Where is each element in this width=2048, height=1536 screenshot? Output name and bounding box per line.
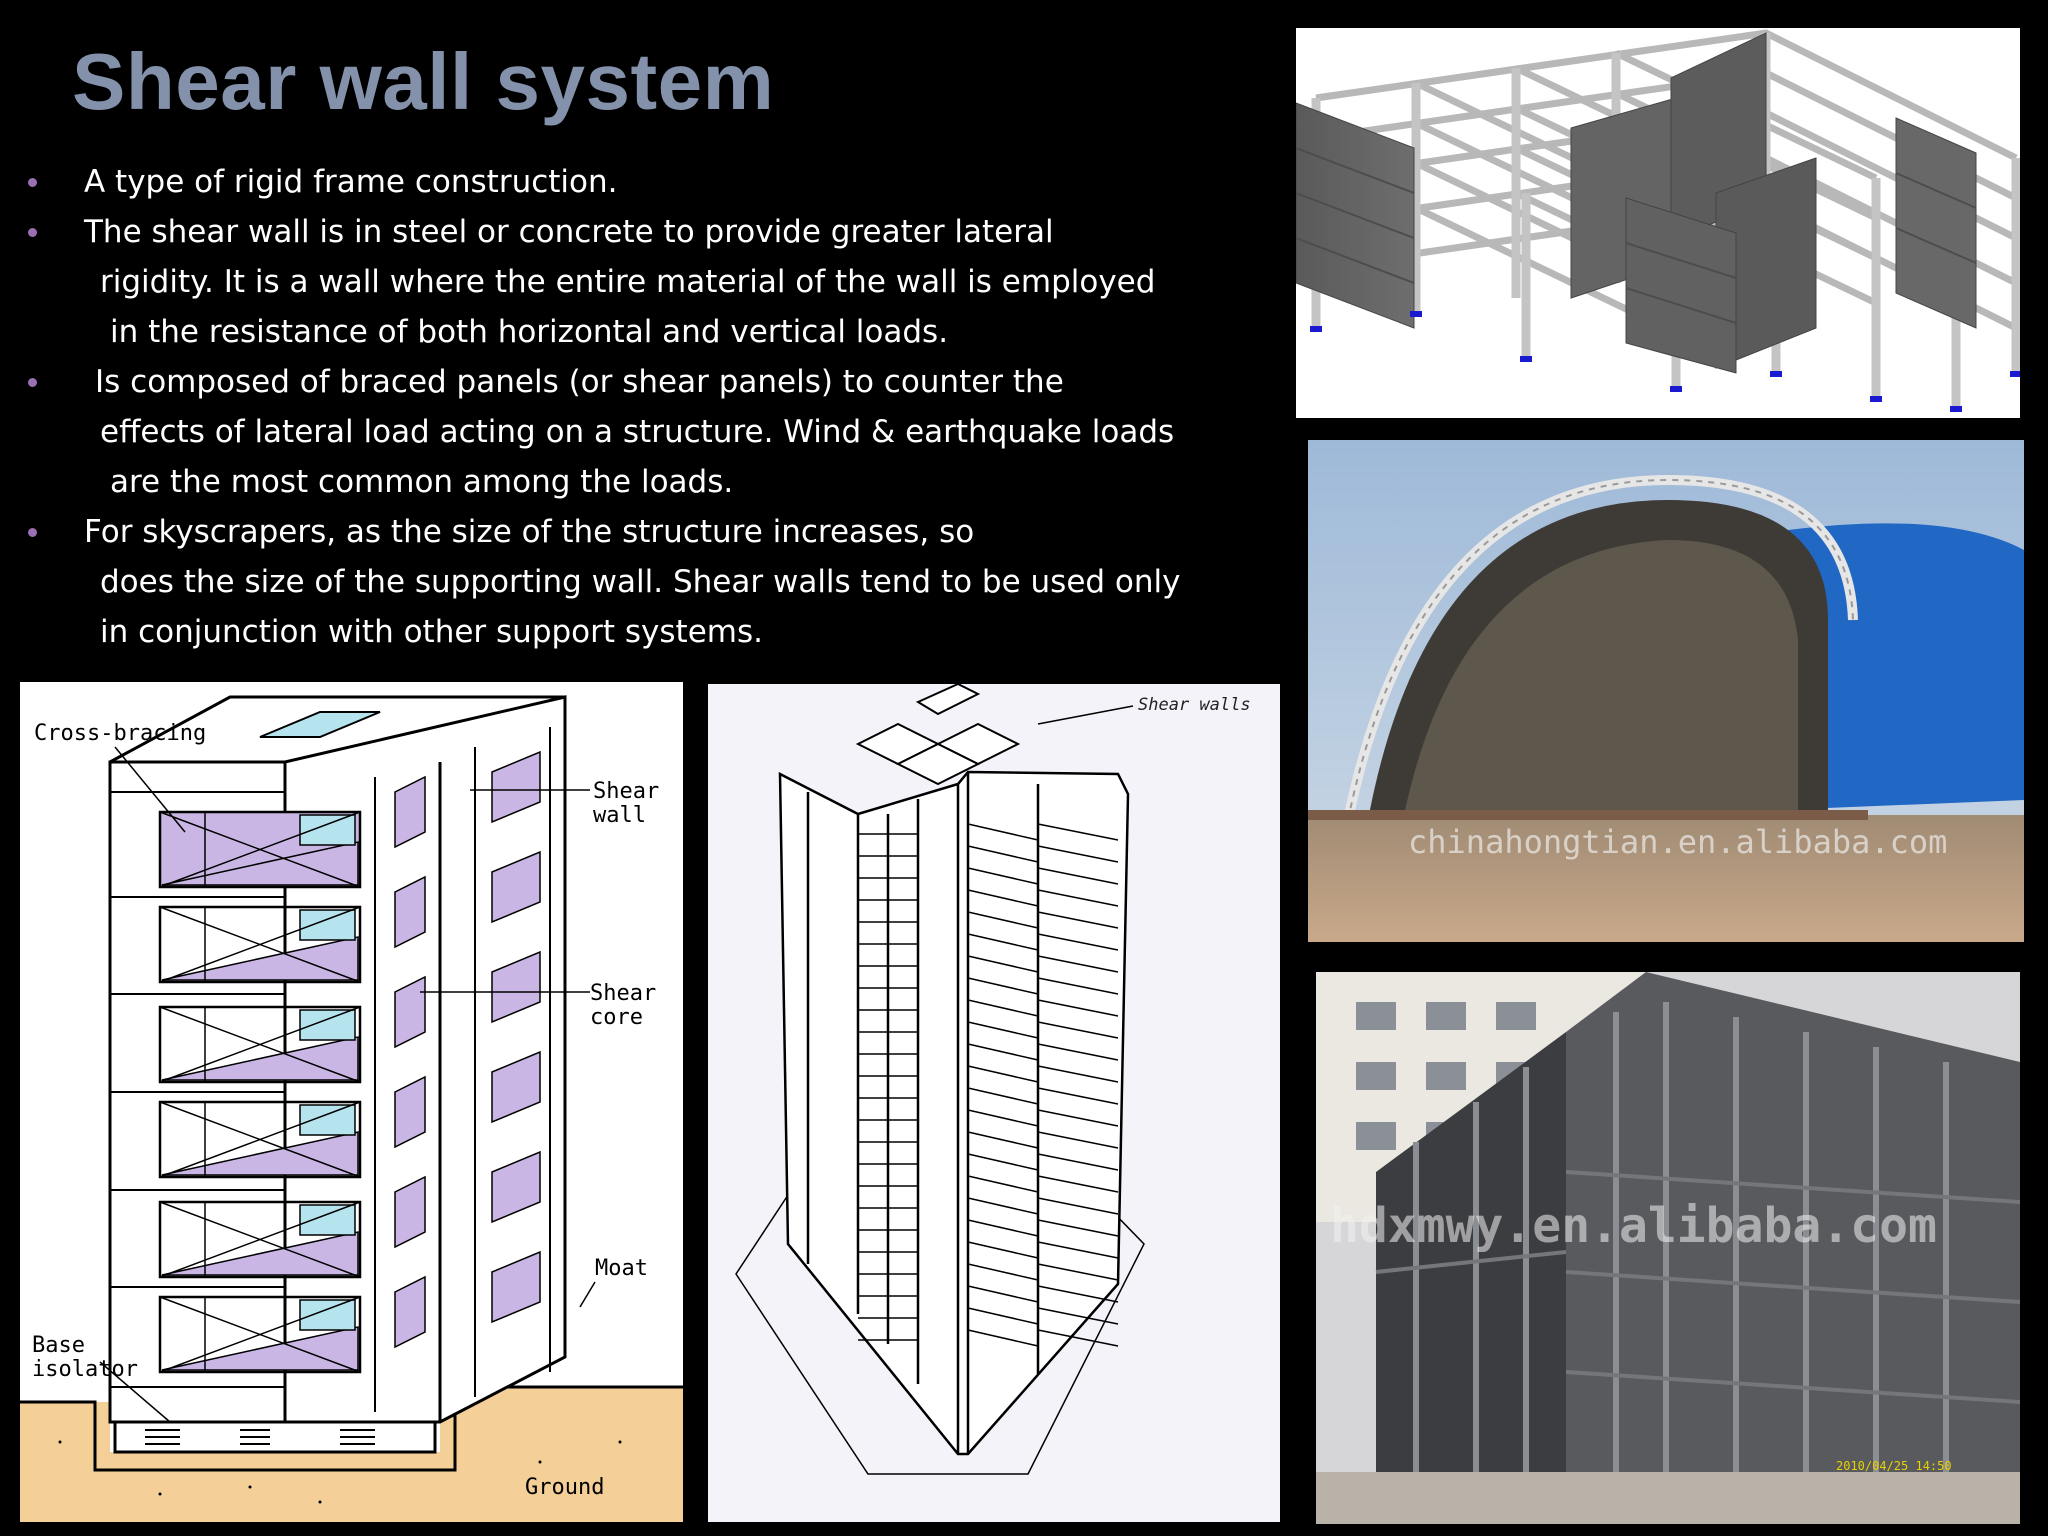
bullet-2-line-1: The shear wall is in steel or concrete t… (84, 214, 1054, 250)
floor-line (967, 1175, 1039, 1193)
bullet-dot (28, 228, 37, 237)
floor-line (967, 977, 1039, 995)
label-shear-wall-line1: Shear (593, 779, 659, 804)
floor-line (967, 1263, 1039, 1281)
floor-line (967, 933, 1039, 951)
formwork-photo: hdxmwy.en.alibaba.com 2010/04/25 14:50 (1316, 972, 2020, 1524)
slide-title: Shear wall system (72, 37, 775, 126)
bullet-dot (28, 178, 37, 187)
bullet-4-line-1: For skyscrapers, as the size of the stru… (84, 514, 975, 550)
floor-line (1037, 1065, 1119, 1083)
bullet-4-line-3: in conjunction with other support system… (100, 614, 763, 650)
floor-line (1037, 999, 1119, 1017)
bullet-3-line-2: effects of lateral load acting on a stru… (100, 414, 1175, 450)
floor-line (967, 867, 1039, 885)
floor-line (1037, 1043, 1119, 1061)
floor-line (1037, 955, 1119, 973)
floor-line (967, 1021, 1039, 1039)
bullet-2-line-2: rigidity. It is a wall where the entire … (100, 264, 1156, 300)
shear-wall-building-diagram: Cross-bracing Shear wall Shear core Moat… (20, 682, 683, 1522)
label-shear-walls: Shear walls (1138, 695, 1251, 715)
shear-wall-tower-diagram: Shear walls (708, 684, 1280, 1522)
label-base-isolator-line2: isolator (32, 1357, 138, 1382)
floor-line (1037, 845, 1119, 863)
floor-line (967, 1131, 1039, 1149)
floor-line (967, 999, 1039, 1017)
floor-line (967, 1065, 1039, 1083)
floor-line (1037, 1087, 1119, 1105)
floor-line (1037, 1109, 1119, 1127)
floor-line (967, 1087, 1039, 1105)
floor-line (967, 1285, 1039, 1303)
floor-line (967, 1109, 1039, 1127)
bullet-3-line-3: are the most common among the loads. (110, 464, 734, 500)
label-base-isolator-line1: Base (32, 1333, 85, 1358)
watermark-text: chinahongtian.en.alibaba.com (1408, 823, 1947, 861)
label-shear-core-line2: core (590, 1005, 643, 1030)
floor-line (1037, 1197, 1119, 1215)
label-moat: Moat (595, 1256, 648, 1281)
floor-line (967, 1241, 1039, 1259)
floor-line (967, 1153, 1039, 1171)
label-shear-wall-line2: wall (593, 803, 646, 828)
bullet-dot (28, 378, 37, 387)
floor-line (967, 889, 1039, 907)
floor-line (1037, 1021, 1119, 1039)
floor-line (1037, 889, 1119, 907)
floor-line (1037, 1131, 1119, 1149)
floor-line (967, 1307, 1039, 1325)
watermark-text: hdxmwy.en.alibaba.com (1330, 1198, 1937, 1254)
floor-line (1037, 1307, 1119, 1325)
floor-line (967, 845, 1039, 863)
floor-line (1037, 1175, 1119, 1193)
floor-line (1037, 1153, 1119, 1171)
bullet-1-line-1: A type of rigid frame construction. (84, 164, 618, 200)
floor-line (967, 1329, 1039, 1347)
floor-line (1037, 933, 1119, 951)
date-stamp: 2010/04/25 14:50 (1836, 1459, 1952, 1473)
floor-line (1037, 867, 1119, 885)
floor-line (1037, 977, 1119, 995)
bullet-2-line-3: in the resistance of both horizontal and… (110, 314, 949, 350)
floor-line (967, 1043, 1039, 1061)
shear-wall-frame-render (1296, 28, 2020, 418)
bullet-dot (28, 528, 37, 537)
floor-line (1037, 1263, 1119, 1281)
floor-line (1037, 1219, 1119, 1237)
arch-space-frame-photo: chinahongtian.en.alibaba.com (1308, 440, 2024, 942)
floor-line (967, 823, 1039, 841)
floor-line (1037, 1241, 1119, 1259)
label-shear-core-line1: Shear (590, 981, 656, 1006)
floor-line (967, 911, 1039, 929)
floor-line (1037, 1329, 1119, 1347)
label-cross-bracing: Cross-bracing (34, 721, 206, 746)
floor-line (1037, 1285, 1119, 1303)
floor-line (967, 1219, 1039, 1237)
label-ground: Ground (525, 1475, 604, 1500)
floor-line (967, 1197, 1039, 1215)
bullet-3-line-1: Is composed of braced panels (or shear p… (95, 364, 1064, 400)
floor-line (967, 955, 1039, 973)
bullet-4-line-2: does the size of the supporting wall. Sh… (100, 564, 1181, 600)
floor-line (1037, 911, 1119, 929)
floor-line (1037, 823, 1119, 841)
